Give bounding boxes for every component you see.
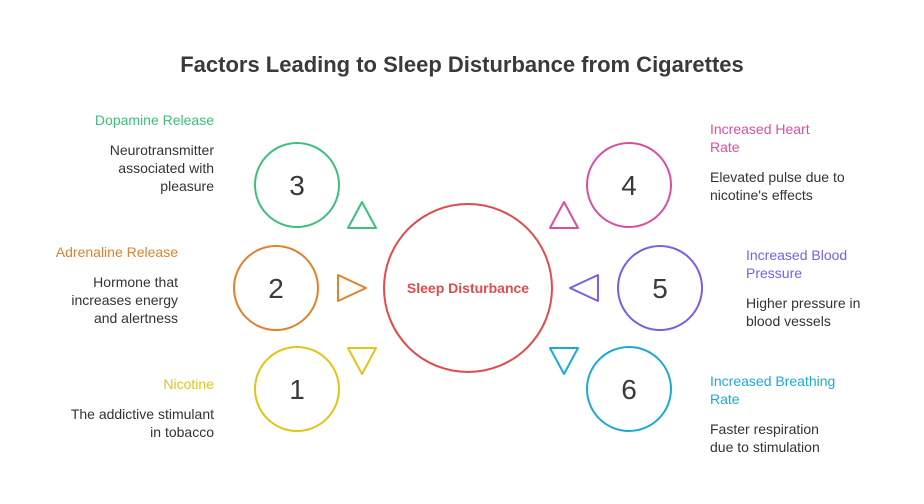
factor-1-circle [254, 346, 340, 432]
factor-6-heading: Increased Breathing Rate [710, 373, 836, 407]
factor-2-heading: Adrenaline Release [55, 244, 178, 260]
factor-1-number: 1 [289, 374, 305, 405]
factor-6-number: 6 [621, 374, 637, 405]
factor-4-number: 4 [621, 170, 637, 201]
factor-5-description: Higher pressure in blood vessels [746, 295, 861, 329]
factor-2-circle [233, 245, 319, 331]
factor-3-number: 3 [289, 170, 305, 201]
arrow-3-icon [347, 201, 377, 229]
factor-2-description: Hormone that increases energy and alertn… [71, 274, 178, 326]
arrow-5-icon [569, 274, 599, 302]
center-circle [383, 203, 553, 373]
factor-3-description: Neurotransmitter associated with pleasur… [109, 142, 214, 194]
diagram-title: Factors Leading to Sleep Disturbance fro… [180, 52, 744, 77]
factor-1-heading: Nicotine [163, 376, 214, 392]
factor-5-circle [617, 245, 703, 331]
factor-6-description: Faster respiration due to stimulation [710, 421, 820, 455]
factor-1-description: The addictive stimulant in tobacco [70, 406, 214, 440]
center-label: Sleep Disturbance [407, 280, 529, 296]
arrow-4-icon [549, 201, 579, 229]
factor-5-number: 5 [652, 273, 668, 304]
arrow-1-icon [347, 347, 377, 375]
factor-4-heading: Increased Heart Rate [710, 121, 810, 155]
factor-2-number: 2 [268, 273, 284, 304]
factor-4-circle [586, 142, 672, 228]
factor-3-heading: Dopamine Release [94, 112, 214, 128]
factor-5-heading: Increased Blood Pressure [746, 247, 848, 281]
factor-6-circle [586, 346, 672, 432]
factor-4-description: Elevated pulse due to nicotine's effects [710, 169, 845, 203]
arrow-2-icon [337, 274, 367, 302]
arrow-6-icon [549, 347, 579, 375]
factor-3-circle [254, 142, 340, 228]
